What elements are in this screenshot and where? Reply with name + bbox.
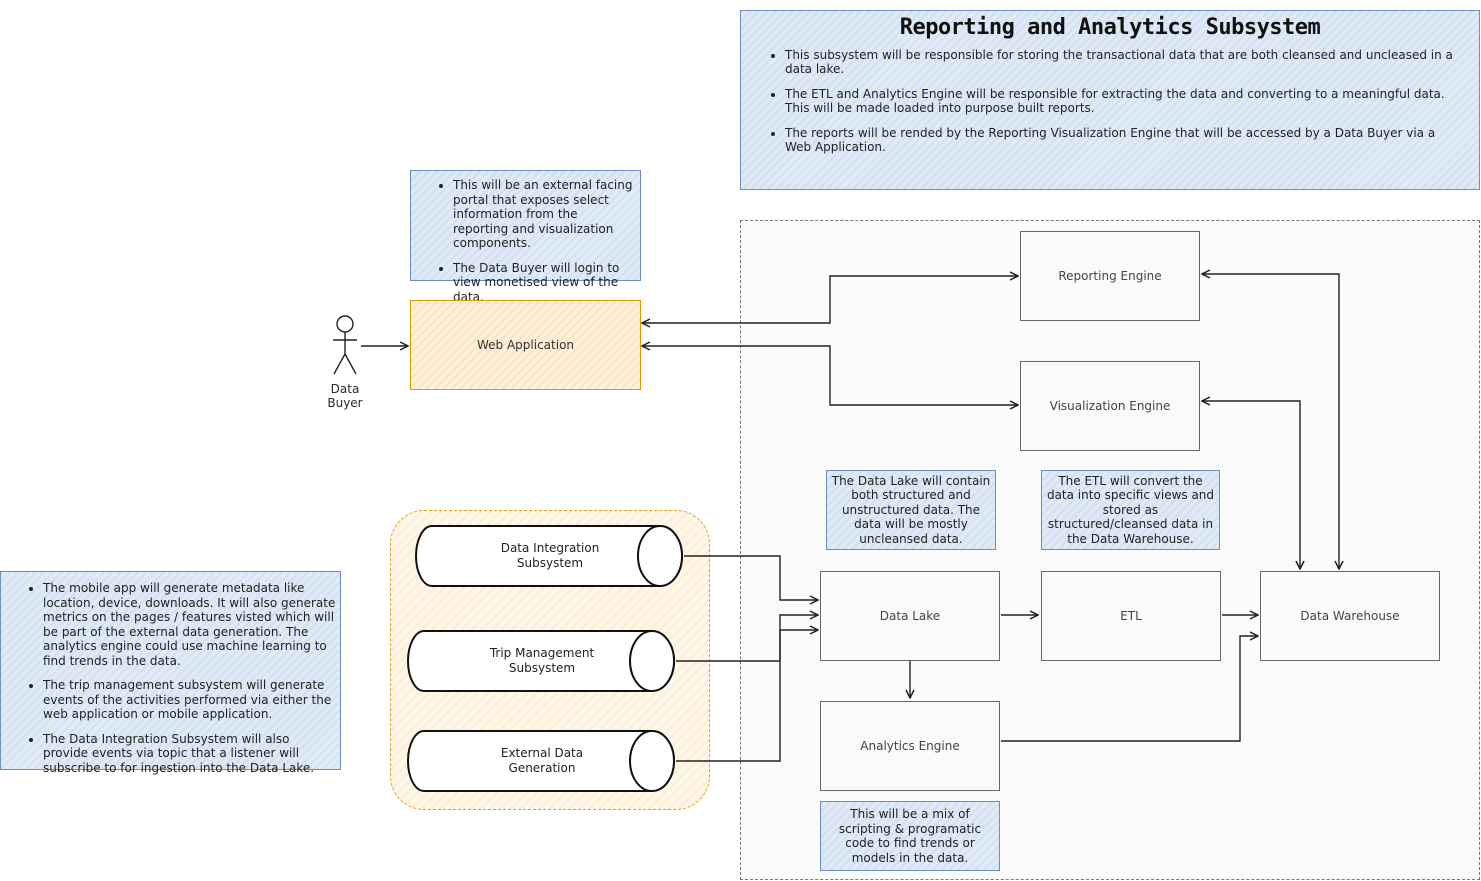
note-bullet: The Data Integration Subsystem will also… <box>43 732 338 776</box>
analytics-engine-node[interactable]: Analytics Engine <box>820 701 1000 791</box>
actor-label-line: Buyer <box>327 396 363 410</box>
subsystem-description-note: Reporting and Analytics Subsystem This s… <box>740 10 1480 190</box>
analytics-engine-note: This will be a mix of scripting & progra… <box>820 801 1000 871</box>
external-data-generation-node[interactable]: External Data Generation <box>500 746 584 775</box>
note-bullet: The trip management subsystem will gener… <box>43 678 338 722</box>
note-bullet: The Data Buyer will login to view moneti… <box>453 261 634 305</box>
data-integration-cylinder <box>415 525 683 587</box>
trip-management-subsystem-node[interactable]: Trip Management Subsystem <box>489 646 595 675</box>
note-bullet: The reports will be rended by the Report… <box>785 126 1465 155</box>
integration-to-lake-arrow <box>684 555 818 600</box>
visualization-warehouse-arrow <box>1202 401 1300 569</box>
external-data-cylinder <box>407 730 675 792</box>
data-lake-node[interactable]: Data Lake <box>820 571 1000 661</box>
reporting-warehouse-arrow <box>1202 274 1339 569</box>
data-warehouse-node[interactable]: Data Warehouse <box>1260 571 1440 661</box>
page-title: Reporting and Analytics Subsystem <box>899 15 1321 40</box>
web-visualization-arrow <box>642 346 1018 405</box>
actor-label: Data Buyer <box>315 382 375 410</box>
web-application-note: This will be an external facing portal t… <box>410 170 641 304</box>
source-systems-note: The mobile app will generate metadata li… <box>0 571 341 775</box>
etl-node[interactable]: ETL <box>1041 571 1221 661</box>
external-to-lake-arrow <box>676 630 818 762</box>
trip-to-lake-arrow <box>676 615 818 662</box>
web-reporting-arrow <box>642 276 1018 323</box>
note-bullet: The mobile app will generate metadata li… <box>43 581 338 668</box>
note-bullet: The ETL and Analytics Engine will be res… <box>785 87 1465 116</box>
web-application-node[interactable]: Web Application <box>410 300 641 390</box>
etl-note: The ETL will convert the data into speci… <box>1041 470 1220 550</box>
data-integration-subsystem-node[interactable]: Data Integration Subsystem <box>500 541 600 570</box>
note-bullet: This will be an external facing portal t… <box>453 178 634 251</box>
trip-management-cylinder <box>407 630 675 692</box>
reporting-engine-node[interactable]: Reporting Engine <box>1020 231 1200 321</box>
data-lake-note: The Data Lake will contain both structur… <box>826 470 996 550</box>
data-buyer-actor-icon <box>333 315 357 375</box>
visualization-engine-node[interactable]: Visualization Engine <box>1020 361 1200 451</box>
note-bullet: This subsystem will be responsible for s… <box>785 48 1465 77</box>
analytics-to-warehouse-arrow <box>1001 636 1258 742</box>
actor-label-line: Data <box>330 382 360 396</box>
